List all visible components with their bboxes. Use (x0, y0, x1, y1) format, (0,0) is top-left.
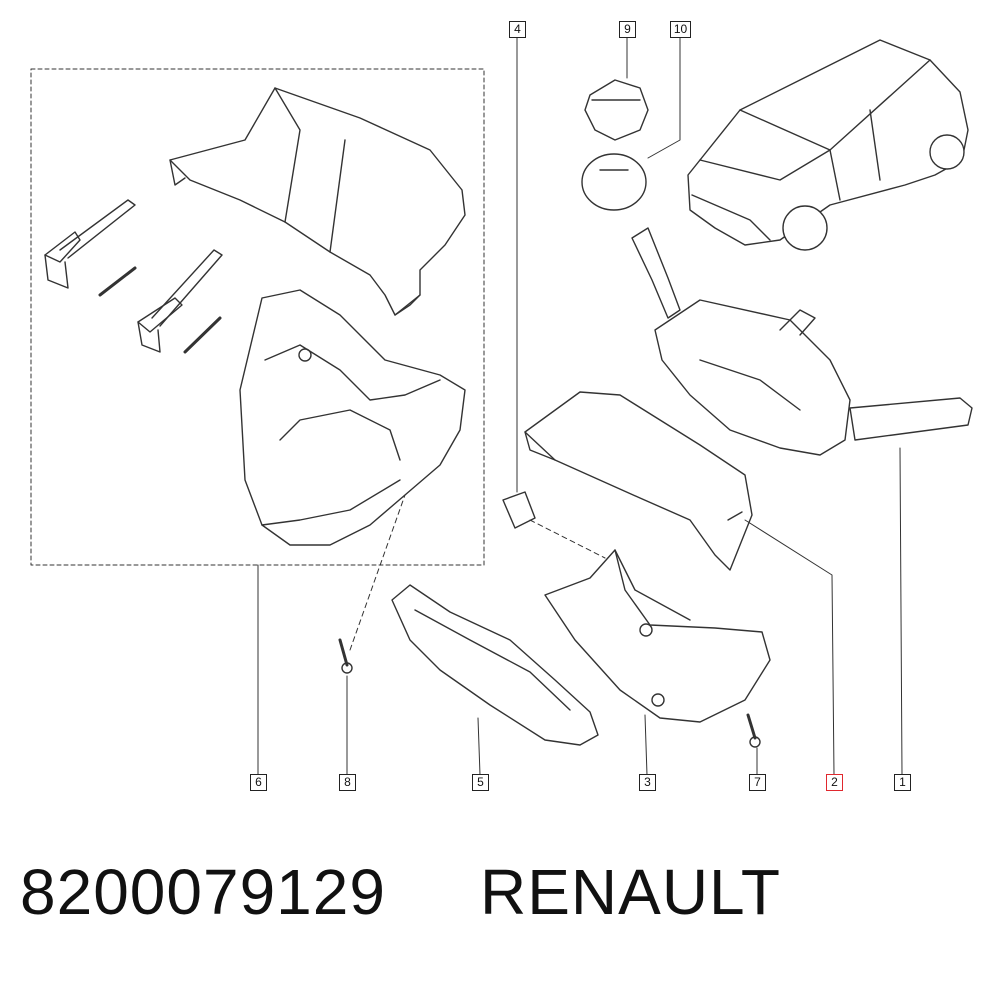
screw-7-part (746, 713, 761, 748)
callout-5: 5 (472, 774, 489, 791)
assembly-line-a (349, 494, 406, 651)
combination-switch-part (631, 227, 973, 456)
screw-8-part (338, 638, 353, 674)
callout-10: 10 (670, 21, 691, 38)
callout-1: 1 (894, 774, 911, 791)
callout-7: 7 (749, 774, 766, 791)
round-cap-part (581, 153, 647, 211)
brand-caption: RENAULT (480, 856, 781, 928)
callout-6: 6 (250, 774, 267, 791)
callout-4: 4 (509, 21, 526, 38)
car-illustration (687, 39, 969, 251)
callout-3: 3 (639, 774, 656, 791)
upper-cover-part (169, 87, 466, 316)
trim-piece-part (391, 584, 599, 746)
part-number-caption: 8200079129 (20, 856, 386, 928)
assembly-line-b (529, 519, 606, 559)
callout-8: 8 (339, 774, 356, 791)
callout-9: 9 (619, 21, 636, 38)
upper-shroud-part (524, 391, 753, 571)
lower-shroud-part (544, 549, 771, 723)
small-cap-part (502, 491, 536, 529)
round-switch-part (584, 79, 649, 141)
spring-clip-set (44, 199, 223, 354)
leader-lines (257, 36, 903, 776)
callout-2: 2 (826, 774, 843, 791)
lower-cover-part (239, 289, 466, 546)
